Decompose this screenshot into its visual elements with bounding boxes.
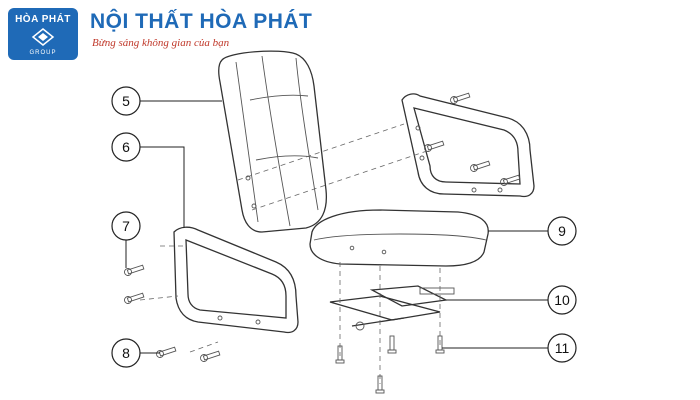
callout-6: 6 [111,132,141,162]
company-name: NỘI THẤT HÒA PHÁT [90,10,313,33]
svg-text:10: 10 [554,292,570,308]
company-slogan: Bừng sáng không gian của bạn [92,37,230,49]
callout-11: 11 [547,333,577,363]
logo-group-text: GROUP [29,50,57,56]
svg-text:5: 5 [122,93,130,109]
callout-10: 10 [547,285,577,315]
svg-text:6: 6 [122,139,130,155]
company-logo: HÒA PHÁT GROUP [8,8,78,60]
callout-7: 7 [111,211,141,241]
seat-cushion-part [309,209,489,267]
backrest-part [218,50,328,233]
callout-9: 9 [547,216,577,246]
mechanism-plate-part [329,285,455,331]
logo-mark-icon [31,28,55,46]
left-frame-part [173,226,299,334]
callout-8: 8 [111,338,141,368]
logo-brand-text: HÒA PHÁT [15,14,71,25]
callout-5: 5 [111,86,141,116]
svg-text:7: 7 [122,218,130,234]
right-frame-part [401,93,535,198]
svg-text:11: 11 [555,340,570,356]
screw-set [124,92,521,394]
svg-text:8: 8 [122,345,130,361]
svg-text:9: 9 [558,223,566,239]
